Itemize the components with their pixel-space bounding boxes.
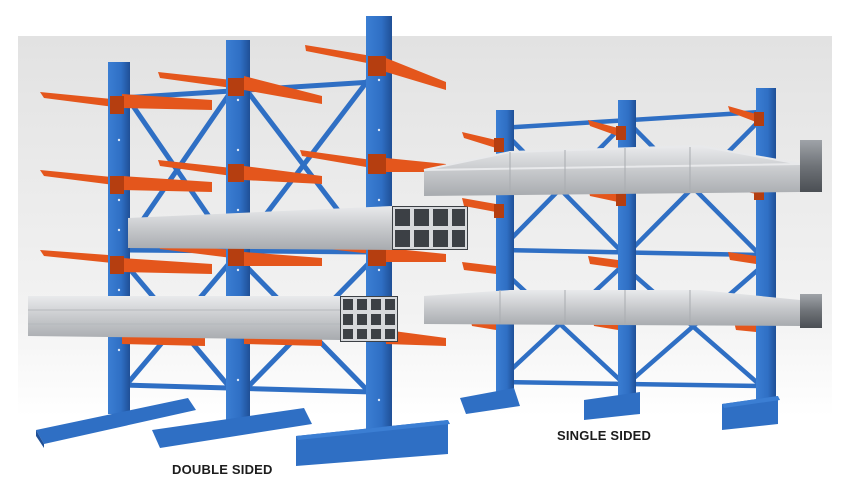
double-sided-label: DOUBLE SIDED [172, 462, 273, 477]
tube-bundle-lower [28, 296, 398, 342]
tube-bundle-upper [128, 206, 468, 250]
single-sided-bases [460, 388, 780, 430]
single-sided-rack [423, 88, 822, 430]
single-sided-lower-load [424, 290, 822, 328]
single-sided-upper-load [423, 140, 822, 196]
double-sided-bases [36, 398, 450, 466]
double-sided-rack [28, 16, 468, 466]
single-sided-label: SINGLE SIDED [557, 428, 652, 443]
